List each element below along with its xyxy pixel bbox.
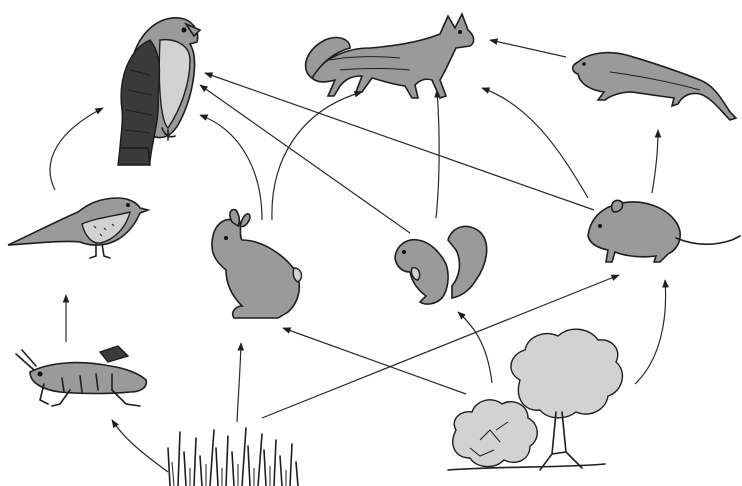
arrow-trees-to-rabbit — [283, 328, 466, 394]
arrow-songbird-to-hawk — [50, 108, 103, 190]
trees-icon — [448, 329, 622, 470]
fox-icon — [306, 14, 474, 98]
grass-icon — [168, 428, 298, 486]
hawk-icon — [118, 18, 200, 165]
arrow-trees-to-squirrel — [458, 312, 492, 383]
arrow-grass-to-rabbit — [237, 343, 241, 422]
songbird-icon — [8, 198, 148, 258]
rabbit-icon — [212, 210, 302, 318]
arrow-mouse-to-fox — [482, 88, 588, 198]
arrow-rabbit-to-hawk — [200, 115, 262, 220]
mouse-icon — [588, 200, 740, 262]
arrow-weasel-to-fox — [490, 40, 566, 57]
arrow-rabbit-to-fox — [272, 92, 362, 220]
grasshopper-icon — [16, 346, 146, 406]
arrow-grass-to-grasshopper — [112, 420, 168, 472]
arrow-mouse-to-weasel — [652, 130, 658, 193]
arrow-mouse-to-hawk — [205, 73, 594, 210]
squirrel-icon — [395, 226, 487, 304]
arrow-trees-to-mouse — [635, 280, 666, 384]
weasel-icon — [573, 53, 736, 120]
